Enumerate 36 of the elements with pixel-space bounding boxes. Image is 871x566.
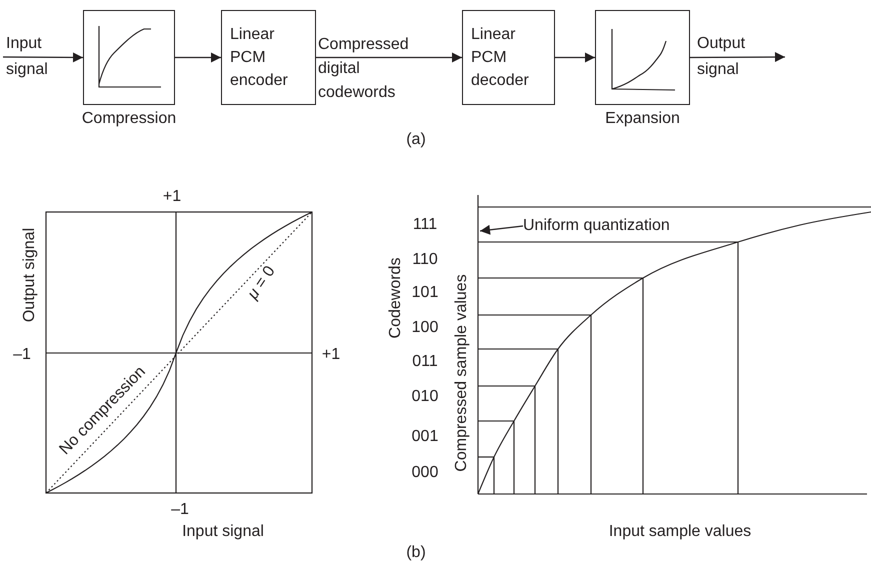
block-label: Linear PCM decoder (471, 25, 530, 91)
axis-title: Codewords (387, 258, 405, 338)
codeword-label: 110 (412, 251, 438, 269)
axis-tick-label: –1 (171, 501, 189, 519)
arrow (3, 52, 83, 62)
process-block (221, 10, 316, 105)
codeword-label: 010 (412, 388, 438, 406)
arrow (175, 52, 221, 62)
axis-tick-label: –1 (13, 346, 31, 364)
axis-title: Output signal (21, 228, 39, 322)
axis-tick-label: +1 (162, 188, 182, 206)
arrow (555, 52, 595, 62)
edge-label: Compressed digital codewords (318, 35, 410, 103)
axis-title: Compressed sample values (453, 274, 471, 472)
axis-title: Input sample values (608, 523, 752, 541)
codeword-label: 100 (412, 319, 438, 337)
panel-label: (a) (406, 131, 426, 149)
codeword-label: 101 (412, 284, 438, 302)
curve-label: μ = 0 (244, 263, 280, 303)
block-caption: Expansion (605, 110, 680, 128)
arrow (690, 52, 785, 62)
axis-tick-label: +1 (322, 346, 340, 364)
axis-title: Input signal (182, 523, 264, 541)
annotation-text: Uniform quantization (523, 217, 670, 234)
edge-label: Input signal (6, 34, 49, 80)
block-caption: Compression (82, 110, 176, 128)
leader-arrow (480, 224, 524, 235)
block-label: Linear PCM encoder (230, 25, 289, 91)
codeword-label: 001 (412, 428, 438, 446)
panel-label: (b) (406, 544, 426, 562)
codeword-label: 000 (412, 464, 438, 482)
codeword-label: 111 (412, 216, 438, 234)
edge-label: Output signal (697, 34, 746, 80)
process-block (462, 10, 555, 105)
codeword-label: 011 (412, 353, 438, 371)
arrow (316, 52, 462, 62)
